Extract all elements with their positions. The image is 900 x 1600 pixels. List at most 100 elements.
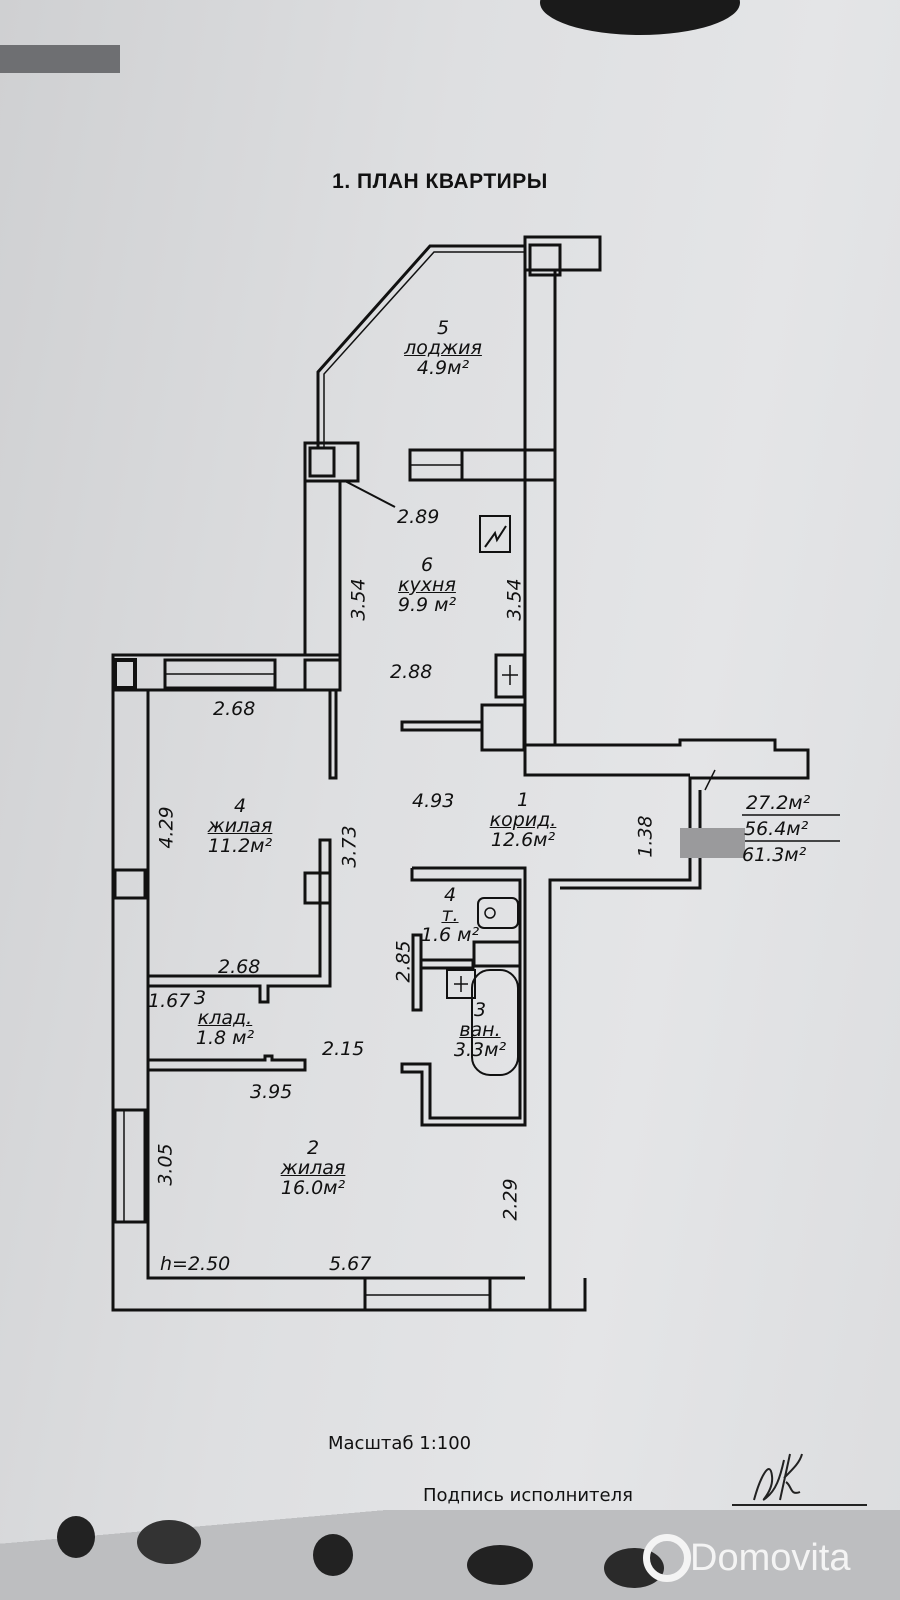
watermark: Domovita	[690, 1537, 851, 1579]
window	[113, 1108, 147, 1224]
dim-living4-top: 2.68	[213, 698, 256, 720]
room-area: 4.9м²	[416, 357, 470, 379]
dim-corridor-length: 4.93	[412, 790, 455, 812]
wall	[555, 738, 810, 790]
dim-storage-depth: 2.15	[322, 1038, 365, 1060]
room-label-storage: 3 клад. 1.8 м²	[170, 988, 280, 1048]
partition	[411, 933, 423, 1012]
partition	[400, 866, 527, 1127]
column	[308, 446, 336, 478]
room-name: кухня	[398, 574, 456, 596]
room-area: 11.2м²	[207, 835, 273, 857]
dim-storage-width: 1.67	[148, 990, 191, 1012]
loggia-railing	[316, 244, 525, 448]
dim-living2-right: 2.29	[499, 1178, 522, 1221]
room-label-kitchen: 6 кухня 9.9 м²	[372, 555, 482, 615]
room-name: корид.	[489, 809, 557, 831]
dim-kitchen-right: 3.54	[503, 578, 526, 621]
room-label-loggia: 5 лоджия 4.9м²	[388, 318, 498, 378]
kitchen-cabinet	[480, 703, 526, 752]
punch-hole	[137, 1520, 201, 1564]
toilet-icon	[477, 897, 519, 929]
wall	[548, 790, 692, 1310]
wall	[111, 690, 587, 1312]
dim-corridor-width: 1.38	[634, 815, 657, 858]
wall	[523, 268, 557, 747]
dim-living2-top: 3.95	[250, 1081, 293, 1103]
room-number: 1	[516, 789, 530, 811]
column	[113, 658, 137, 690]
partition	[400, 720, 484, 732]
total-area-with-loggia: 61.3м²	[742, 844, 807, 866]
dim-living4-bottom: 2.68	[218, 956, 261, 978]
wall	[560, 790, 702, 890]
room-name: лоджия	[404, 337, 482, 359]
room-number: 5	[436, 317, 450, 339]
room-name: клад.	[197, 1007, 253, 1029]
column	[303, 658, 342, 692]
column	[523, 235, 602, 272]
room-name: жилая	[280, 1157, 346, 1179]
dim-living4-right: 3.73	[338, 825, 361, 868]
room-number: 4	[233, 795, 247, 817]
ventilation-shaft	[303, 871, 332, 905]
partition	[148, 1054, 307, 1072]
room-number: 6	[420, 554, 434, 576]
washbasin-icon	[446, 969, 476, 999]
signature-line	[732, 1504, 867, 1506]
wall	[460, 448, 527, 482]
room-area: 1.8 м²	[195, 1027, 255, 1049]
total-living-area: 27.2м²	[746, 792, 811, 814]
scale-label: Масштаб 1:100	[328, 1433, 472, 1454]
signature-mark	[753, 1453, 803, 1501]
wall	[523, 745, 690, 777]
ceiling-height: h=2.50	[160, 1253, 231, 1275]
column	[528, 243, 562, 277]
room-name: жилая	[207, 815, 273, 837]
stove-icon	[494, 653, 526, 699]
dim-kitchen-top: 2.89	[397, 506, 440, 528]
room-area: 12.6м²	[490, 829, 556, 851]
room-label-living-4: 4 жилая 11.2м²	[185, 796, 295, 856]
domovita-logo-icon	[643, 1534, 691, 1582]
room-area: 3.3м²	[453, 1039, 507, 1061]
column	[523, 448, 557, 482]
partition	[328, 688, 338, 780]
dim-kitchen-left: 3.54	[347, 578, 370, 621]
bathtub-icon	[471, 969, 519, 1076]
room-name: т.	[441, 904, 459, 926]
partition	[148, 838, 332, 1004]
room-number: 3	[193, 987, 207, 1009]
column	[113, 868, 147, 900]
room-label-corridor: 1 корид. 12.6м²	[468, 790, 578, 850]
room-number: 4	[443, 884, 457, 906]
sink-icon	[472, 940, 522, 968]
page-title: 1. ПЛАН КВАРТИРЫ	[332, 170, 548, 193]
room-label-bathroom: 3 ван. 3.3м²	[425, 1000, 535, 1060]
punch-hole	[313, 1534, 353, 1576]
meter-icon	[479, 515, 511, 553]
wall	[303, 481, 342, 657]
dim-living2-bottom: 5.67	[329, 1253, 372, 1275]
room-area: 9.9 м²	[397, 594, 457, 616]
dim-living4-left: 4.29	[155, 806, 178, 849]
room-area: 16.0м²	[280, 1177, 346, 1199]
partition	[419, 958, 475, 970]
punch-hole	[57, 1516, 95, 1558]
room-number: 2	[306, 1137, 320, 1159]
room-area: 1.6 м²	[420, 924, 480, 946]
room-label-living-2: 2 жилая 16.0м²	[258, 1138, 368, 1198]
signature-label: Подпись исполнителя	[423, 1485, 633, 1506]
punch-hole	[467, 1545, 533, 1585]
room-label-toilet: 4 т. 1.6 м²	[400, 885, 500, 945]
dim-bath-height: 2.85	[392, 940, 415, 983]
redacted-area	[680, 828, 745, 858]
dim-kitchen-bottom: 2.88	[390, 661, 433, 683]
room-number: 3	[473, 999, 487, 1021]
column	[303, 441, 360, 483]
loggia-railing-inner	[323, 251, 525, 448]
dim-living2-left: 3.05	[154, 1143, 177, 1186]
photo-edge-shadow	[0, 45, 120, 73]
room-name: ван.	[459, 1019, 501, 1041]
